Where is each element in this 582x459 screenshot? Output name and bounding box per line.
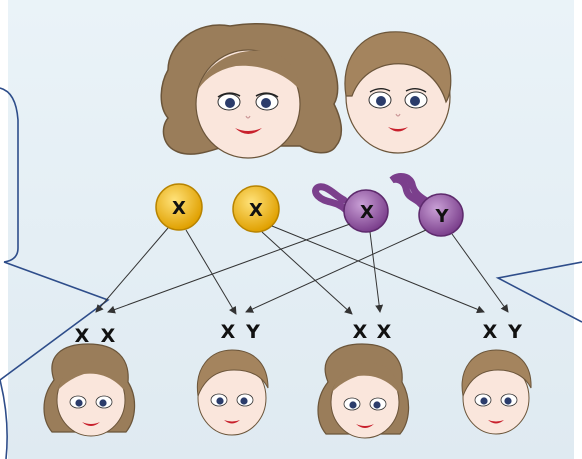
eye-icon [504, 397, 512, 405]
genotype-allele: X [483, 321, 498, 343]
gamete-label: X [360, 202, 374, 223]
left-callout-pointer [0, 261, 110, 381]
arrow [261, 231, 353, 315]
eye-icon [349, 401, 357, 409]
arrow [185, 229, 237, 315]
eye-icon [480, 397, 488, 405]
genotype-4: X Y [483, 321, 522, 343]
child-hair [461, 349, 532, 398]
left-callout-border [0, 87, 19, 263]
gamete-label: X [172, 198, 186, 219]
genotype-allele: X [353, 321, 368, 343]
gamete-label: Y [434, 206, 449, 227]
arrow [245, 229, 427, 313]
mother-skin [195, 49, 301, 159]
eye-icon [99, 399, 107, 407]
gamete-egg-2: X [232, 185, 280, 233]
genotype-allele: Y [507, 321, 522, 343]
genotype-allele: X [221, 321, 236, 343]
gamete-egg-1: X [155, 183, 203, 231]
mother-mouth [235, 128, 262, 134]
arrow [271, 225, 485, 314]
father-face [344, 31, 452, 154]
mother-face [160, 23, 343, 159]
genotype-allele: X [101, 325, 116, 347]
gamete-sperm-y: Y [389, 173, 464, 237]
arrow [369, 231, 384, 313]
arrow [95, 227, 169, 313]
gamete-label: X [249, 200, 263, 221]
left-callout-lower [0, 379, 8, 459]
genotype-allele: X [377, 321, 392, 343]
eye-icon [240, 397, 248, 405]
child-girl-2 [317, 343, 410, 439]
child-boy-1 [196, 349, 269, 436]
genotype-allele: X [75, 325, 90, 347]
arrow [107, 223, 351, 314]
father-mouth [388, 127, 408, 132]
child-hair [196, 349, 269, 397]
father-right-eye-icon [410, 96, 420, 106]
child-boy-2 [461, 349, 532, 435]
gamete-sperm-x: X [312, 183, 389, 233]
child-girl-1 [43, 343, 136, 437]
eye-icon [75, 399, 83, 407]
arrow [451, 233, 509, 313]
father-left-eye-icon [376, 96, 386, 106]
sperm-tail [312, 183, 350, 214]
sperm-tail [389, 173, 432, 212]
genotype-allele: Y [245, 321, 260, 343]
inheritance-arrows [95, 223, 509, 315]
eye-icon [216, 397, 224, 405]
genotype-2: X Y [221, 321, 260, 343]
right-callout-pointer [495, 261, 582, 323]
genotype-1: X X [75, 325, 116, 347]
mother-left-eye-icon [225, 98, 235, 108]
mother-right-eye-icon [261, 98, 271, 108]
father-hair [344, 31, 452, 104]
mother-bangs [198, 50, 300, 90]
genotype-3: X X [353, 321, 392, 343]
eye-icon [373, 401, 381, 409]
